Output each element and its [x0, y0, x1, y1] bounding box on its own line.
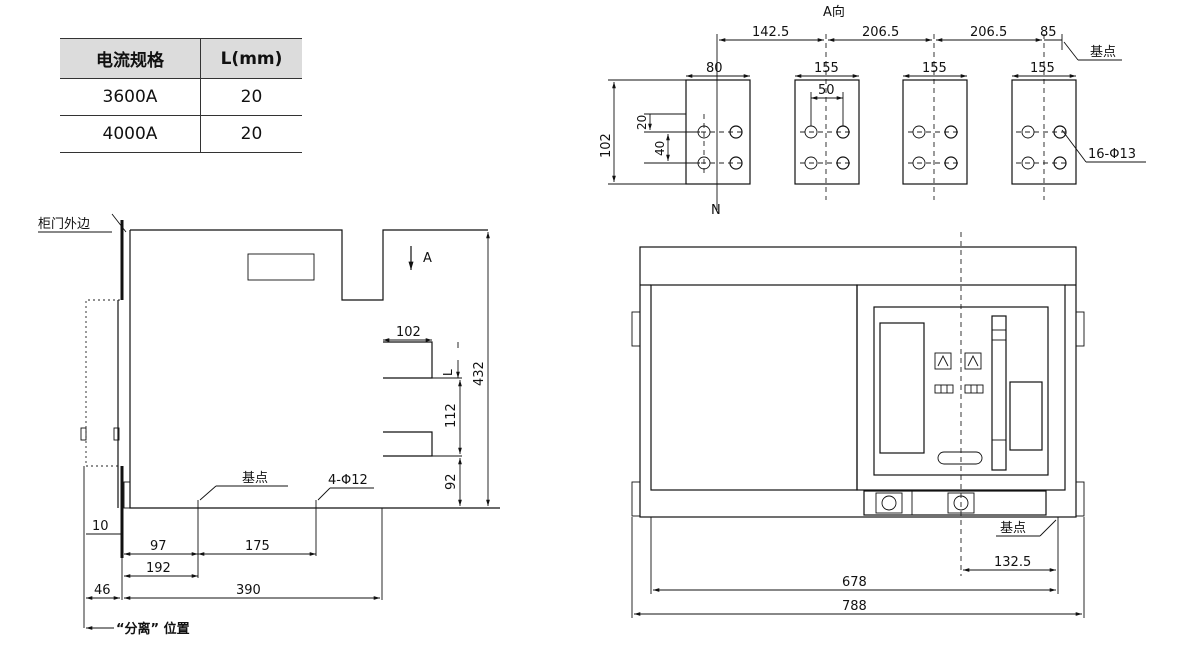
dim-678: 678: [842, 575, 867, 590]
a-view-title: A向: [823, 4, 845, 20]
dim-85: 85: [1040, 25, 1057, 40]
side-hole-label: 4-Φ12: [328, 473, 368, 488]
side-ear: [1075, 311, 1085, 347]
table-row: 4000A 20: [60, 115, 302, 153]
front-view: 基点 132.5 678 788: [631, 232, 1085, 618]
racking-hole-frame: [875, 492, 903, 514]
table-header-row: 电流规格 L(mm): [60, 38, 302, 79]
lcd-window: [879, 322, 925, 454]
dim-97: 97: [150, 539, 167, 554]
side-ear: [1075, 481, 1085, 517]
dim-102-side: 102: [396, 325, 421, 340]
operating-handle: [991, 315, 1007, 471]
table-cell-current: 4000A: [60, 115, 201, 153]
dim-l: L: [441, 369, 455, 376]
dim-80: 80: [706, 61, 723, 76]
table-cell-l: 20: [200, 78, 302, 116]
side-small-block: [113, 427, 120, 441]
a-view-hole-label: 16-Φ13: [1088, 147, 1136, 162]
dim-155-b: 155: [922, 61, 947, 76]
side-view: 柜门外边 A 102 L 112 92 432: [38, 213, 500, 637]
front-plate-step: [123, 481, 131, 509]
handle-slot: [937, 451, 983, 465]
dim-102-a: 102: [599, 133, 614, 158]
side-ear: [631, 311, 641, 347]
lower-terminal: [383, 431, 433, 457]
disconnected-outline: [85, 299, 120, 467]
front-base-point-label: 基点: [1000, 521, 1026, 536]
upper-terminal: [383, 341, 433, 379]
racking-hole: [881, 495, 897, 511]
side-base-point-label: 基点: [242, 471, 268, 486]
dim-40: 40: [653, 141, 667, 156]
bottom-strip: [863, 490, 1047, 516]
table-cell-current: 3600A: [60, 78, 201, 116]
dim-192: 192: [146, 561, 171, 576]
view-a-label: A: [423, 251, 432, 266]
neutral-label: N: [711, 203, 721, 218]
push-button: [964, 352, 982, 370]
dim-175: 175: [245, 539, 270, 554]
dim-10: 10: [92, 519, 109, 534]
indicator-window: [934, 384, 954, 394]
a-view-base-point-label: 基点: [1090, 45, 1116, 60]
dim-155-a: 155: [814, 61, 839, 76]
breaker-body-outline: [129, 229, 500, 509]
table-header-current: 电流规格: [60, 38, 201, 79]
a-view: A向 142.5 206.5 206.5 85 基点 80 155 155 15…: [599, 4, 1146, 218]
push-button-symbol: [967, 354, 979, 367]
table-row: 3600A 20: [60, 78, 302, 116]
dim-432: 432: [472, 361, 487, 386]
door-leader: [111, 213, 127, 233]
dim-206-5-a: 206.5: [862, 25, 899, 40]
terminal-block: [902, 79, 968, 185]
table-header-l: L(mm): [200, 38, 302, 79]
nameplate-window: [247, 253, 315, 281]
side-window: [1009, 381, 1043, 451]
dim-155-c: 155: [1030, 61, 1055, 76]
current-spec-table: 电流规格 L(mm) 3600A 20 4000A 20: [60, 38, 302, 153]
dim-20: 20: [635, 115, 649, 130]
dim-788: 788: [842, 599, 867, 614]
terminal-block: 50: [794, 79, 860, 185]
dim-46: 46: [94, 583, 111, 598]
dim-206-5-b: 206.5: [970, 25, 1007, 40]
dim-50: 50: [818, 83, 835, 98]
table-cell-l: 20: [200, 115, 302, 153]
push-button-symbol: [937, 354, 949, 367]
control-panel: [856, 284, 1066, 491]
dim-390: 390: [236, 583, 261, 598]
dim-142-5: 142.5: [752, 25, 789, 40]
push-button: [934, 352, 952, 370]
indicator-window: [964, 384, 984, 394]
dim-92: 92: [444, 473, 459, 490]
dim-112: 112: [444, 403, 459, 428]
disconnect-position-label: “分离” 位置: [116, 621, 190, 637]
dim-132-5: 132.5: [994, 555, 1031, 570]
front-body-outline: [639, 246, 1077, 518]
side-small-block: [80, 427, 87, 441]
terminal-block: [1011, 79, 1077, 185]
door-label: 柜门外边: [38, 217, 90, 232]
side-ear: [631, 481, 641, 517]
